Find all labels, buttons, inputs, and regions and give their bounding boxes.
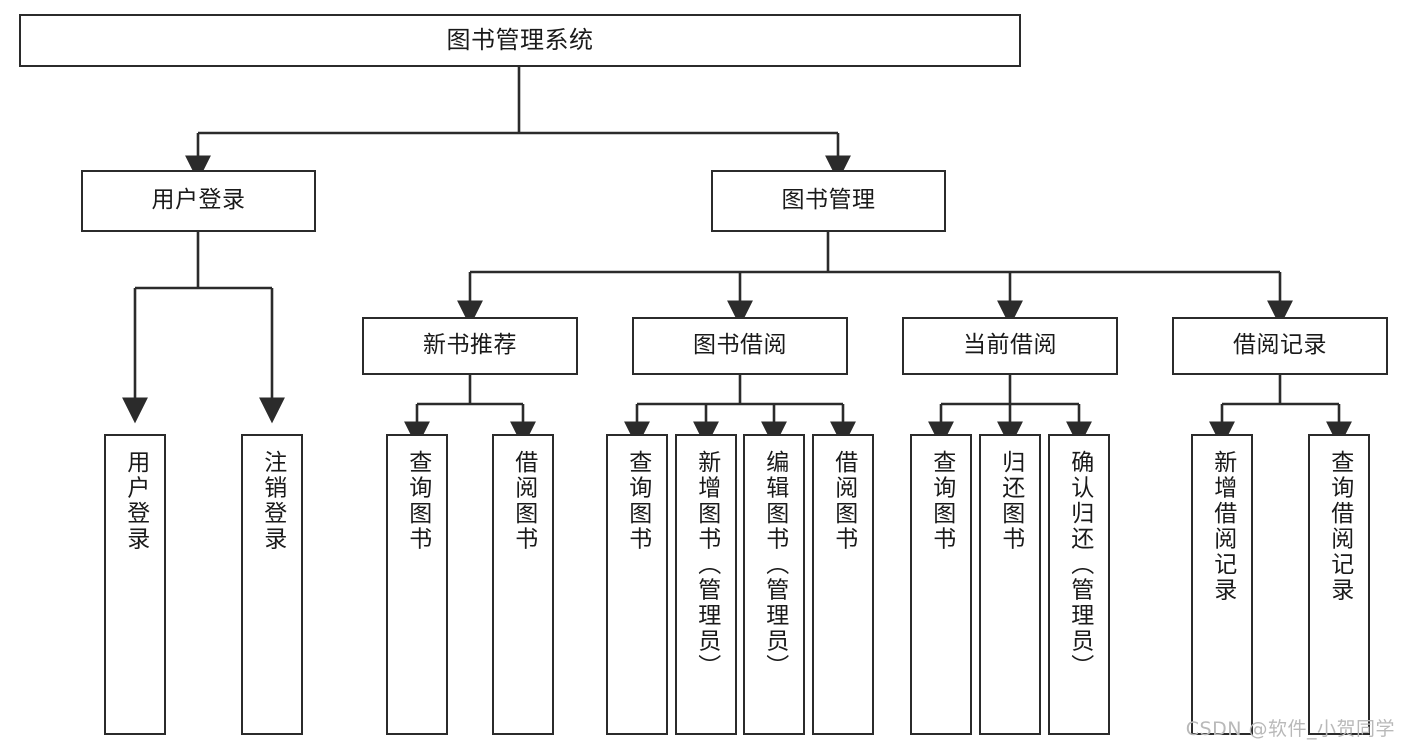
node-module-book-management[interactable]: 图书管理 bbox=[711, 170, 946, 232]
node-label: 图书管理系统 bbox=[446, 26, 594, 55]
node-label: 借阅图书 bbox=[830, 450, 857, 552]
node-root-system[interactable]: 图书管理系统 bbox=[19, 14, 1021, 67]
node-leaf-borrow-book-recommendation[interactable]: 借阅图书 bbox=[492, 434, 554, 735]
node-label: 注销登录 bbox=[259, 450, 286, 552]
node-label: 查询图书 bbox=[404, 450, 431, 552]
node-label: 查询图书 bbox=[928, 450, 955, 552]
node-label: 新增图书（管理员） bbox=[693, 450, 720, 680]
node-label: 用户登录 bbox=[151, 187, 246, 214]
node-leaf-add-book-admin[interactable]: 新增图书（管理员） bbox=[675, 434, 737, 735]
csdn-watermark: CSDN @软件_小贺同学 bbox=[1185, 718, 1395, 740]
node-leaf-user-login[interactable]: 用户登录 bbox=[104, 434, 166, 735]
node-label: 当前借阅 bbox=[963, 332, 1057, 359]
node-label: 新书推荐 bbox=[423, 332, 517, 359]
node-submodule-borrow-record[interactable]: 借阅记录 bbox=[1172, 317, 1388, 375]
node-leaf-query-book-recommendation[interactable]: 查询图书 bbox=[386, 434, 448, 735]
node-label: 归还图书 bbox=[997, 450, 1024, 552]
node-leaf-query-book-borrow[interactable]: 查询图书 bbox=[606, 434, 668, 735]
node-label: 查询图书 bbox=[624, 450, 651, 552]
node-label: 查询借阅记录 bbox=[1326, 450, 1353, 603]
node-label: 编辑图书（管理员） bbox=[761, 450, 788, 680]
node-module-user-login[interactable]: 用户登录 bbox=[81, 170, 316, 232]
node-leaf-add-borrow-record[interactable]: 新增借阅记录 bbox=[1191, 434, 1253, 735]
node-leaf-borrow-book[interactable]: 借阅图书 bbox=[812, 434, 874, 735]
node-submodule-new-book-recommendation[interactable]: 新书推荐 bbox=[362, 317, 578, 375]
node-leaf-query-borrow-record[interactable]: 查询借阅记录 bbox=[1308, 434, 1370, 735]
node-label: 图书借阅 bbox=[693, 332, 787, 359]
node-label: 用户登录 bbox=[122, 450, 149, 552]
node-leaf-query-book-current[interactable]: 查询图书 bbox=[910, 434, 972, 735]
node-label: 新增借阅记录 bbox=[1209, 450, 1236, 603]
node-leaf-return-book[interactable]: 归还图书 bbox=[979, 434, 1041, 735]
node-label: 借阅图书 bbox=[510, 450, 537, 552]
node-leaf-logout[interactable]: 注销登录 bbox=[241, 434, 303, 735]
node-label: 确认归还（管理员） bbox=[1066, 450, 1093, 680]
node-leaf-confirm-return-admin[interactable]: 确认归还（管理员） bbox=[1048, 434, 1110, 735]
node-submodule-current-borrow[interactable]: 当前借阅 bbox=[902, 317, 1118, 375]
node-leaf-edit-book-admin[interactable]: 编辑图书（管理员） bbox=[743, 434, 805, 735]
node-label: 借阅记录 bbox=[1233, 332, 1327, 359]
node-label: 图书管理 bbox=[781, 187, 876, 214]
node-submodule-book-borrow[interactable]: 图书借阅 bbox=[632, 317, 848, 375]
